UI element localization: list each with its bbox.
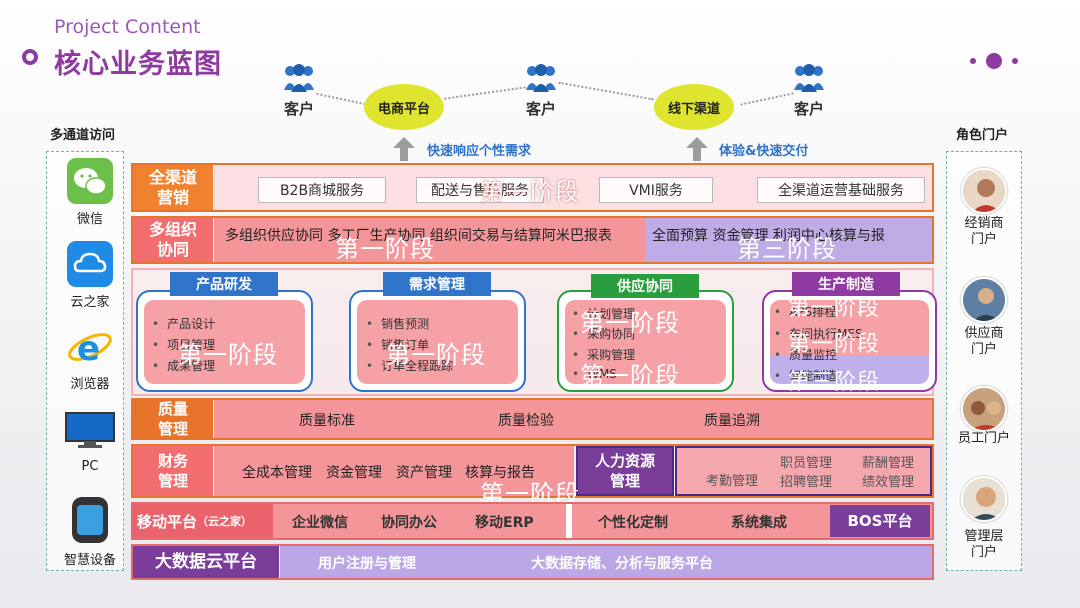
hr-item: 招聘管理: [780, 471, 832, 490]
module-item: •产品设计: [152, 315, 215, 332]
channel-label-cloud: 云之家: [55, 291, 125, 310]
phase-label: 第一阶段: [480, 172, 580, 207]
avatar[interactable]: [961, 168, 1007, 214]
ecommerce-platform-node: 电商平台: [364, 84, 444, 130]
quality-item: 质量标准: [299, 410, 355, 430]
decor-dot-icon: [1012, 58, 1018, 64]
bigdata-head: 大数据云平台: [133, 546, 279, 578]
wechat-icon[interactable]: [67, 158, 113, 204]
phase-label: 第一阶段: [386, 335, 486, 370]
phase-label: 第一阶段: [178, 335, 278, 370]
customer-label: 客户: [269, 98, 329, 119]
hr-item: 绩效管理: [862, 471, 914, 490]
role-label-supplier: 供应商 门户: [952, 326, 1016, 358]
customer-group-icon: [524, 62, 558, 94]
hr-item: 薪酬管理: [862, 452, 914, 471]
avatar[interactable]: [961, 386, 1007, 432]
title-ring-icon: [22, 49, 38, 65]
customer-label: 客户: [779, 98, 839, 119]
bigdata-item: 大数据存储、分析与服务平台: [531, 553, 713, 573]
arrow-label: 体验&快速交付: [719, 140, 808, 159]
multi-org-head: 多组织 协同: [133, 218, 213, 262]
channel-label-browser: 浏览器: [55, 373, 125, 392]
decor-dot-icon: [970, 58, 976, 64]
mobile-item: 系统集成: [731, 512, 787, 532]
hr-item: 考勤管理: [706, 470, 758, 489]
cloud-icon[interactable]: [67, 241, 113, 287]
customer-label: 客户: [511, 98, 571, 119]
mobile-item: 个性化定制: [598, 512, 668, 532]
quality-item: 质量检验: [498, 410, 554, 430]
finance-head: 财务 管理: [133, 446, 213, 496]
module-title: 产品研发: [170, 272, 278, 296]
svg-text:e: e: [77, 329, 100, 369]
customer-group-icon: [282, 62, 316, 94]
marketing-service-pill: 全渠道运营基础服务: [757, 177, 925, 203]
module-title: 需求管理: [383, 272, 491, 296]
phase-label: 第一阶段: [788, 326, 880, 358]
pc-monitor-icon[interactable]: [64, 411, 116, 449]
quality-head: 质量 管理: [133, 400, 213, 438]
finance-item: 全成本管理: [242, 462, 312, 482]
mobile-item: 企业微信: [292, 512, 348, 532]
customer-group-icon: [792, 62, 826, 94]
channel-label-smart-device: 智慧设备: [55, 549, 125, 568]
phase-label: 第三阶段: [737, 229, 837, 264]
quality-item: 质量追溯: [704, 410, 760, 430]
page-title: 核心业务蓝图: [54, 42, 222, 81]
avatar[interactable]: [961, 277, 1007, 323]
mobile-item: 移动ERP: [475, 512, 534, 532]
right-panel-title: 角色门户: [956, 124, 1008, 143]
channel-label-pc: PC: [55, 459, 125, 474]
omnichannel-marketing-head: 全渠道 营销: [133, 165, 213, 210]
finance-item: 资产管理: [396, 462, 452, 482]
channel-label-wechat: 微信: [55, 208, 125, 227]
up-arrow-icon: [393, 137, 415, 161]
module-title: 供应协同: [591, 274, 699, 298]
role-label-management: 管理层 门户: [952, 529, 1016, 561]
left-panel-title: 多通道访问: [50, 124, 115, 143]
marketing-service-pill: B2B商城服务: [258, 177, 386, 203]
arrow-label: 快速响应个性需求: [427, 140, 531, 159]
bos-platform: BOS平台: [830, 505, 930, 537]
role-label-employee: 员工门户: [952, 431, 1016, 447]
role-label-dealer: 经销商 门户: [952, 216, 1016, 248]
phase-label: 第一阶段: [580, 303, 680, 338]
hr-item: 职员管理: [780, 452, 832, 471]
decor-dot-icon: [986, 53, 1002, 69]
finance-item: 资金管理: [326, 462, 382, 482]
phase-label: 第一阶段: [788, 290, 880, 322]
phase-label: 第一阶段: [335, 229, 435, 264]
header-english-title: Project Content: [54, 16, 201, 38]
marketing-service-pill: VMI服务: [599, 177, 713, 203]
phase-label: 第一阶段: [580, 356, 680, 391]
module-item: •销售预测: [366, 315, 429, 332]
hr-head: 人力资源 管理: [576, 446, 674, 496]
phase-label: 第三阶段: [788, 364, 880, 396]
mobile-item: 协同办公: [381, 512, 437, 532]
ie-browser-icon[interactable]: e: [67, 324, 113, 370]
up-arrow-icon: [686, 137, 708, 161]
mobile-divider: [566, 504, 572, 538]
offline-channel-node: 线下渠道: [654, 84, 734, 130]
avatar[interactable]: [961, 476, 1007, 522]
bigdata-item: 用户注册与管理: [318, 553, 416, 573]
smart-device-icon[interactable]: [64, 495, 116, 545]
mobile-platform-head: 移动平台（云之家）: [133, 504, 273, 538]
